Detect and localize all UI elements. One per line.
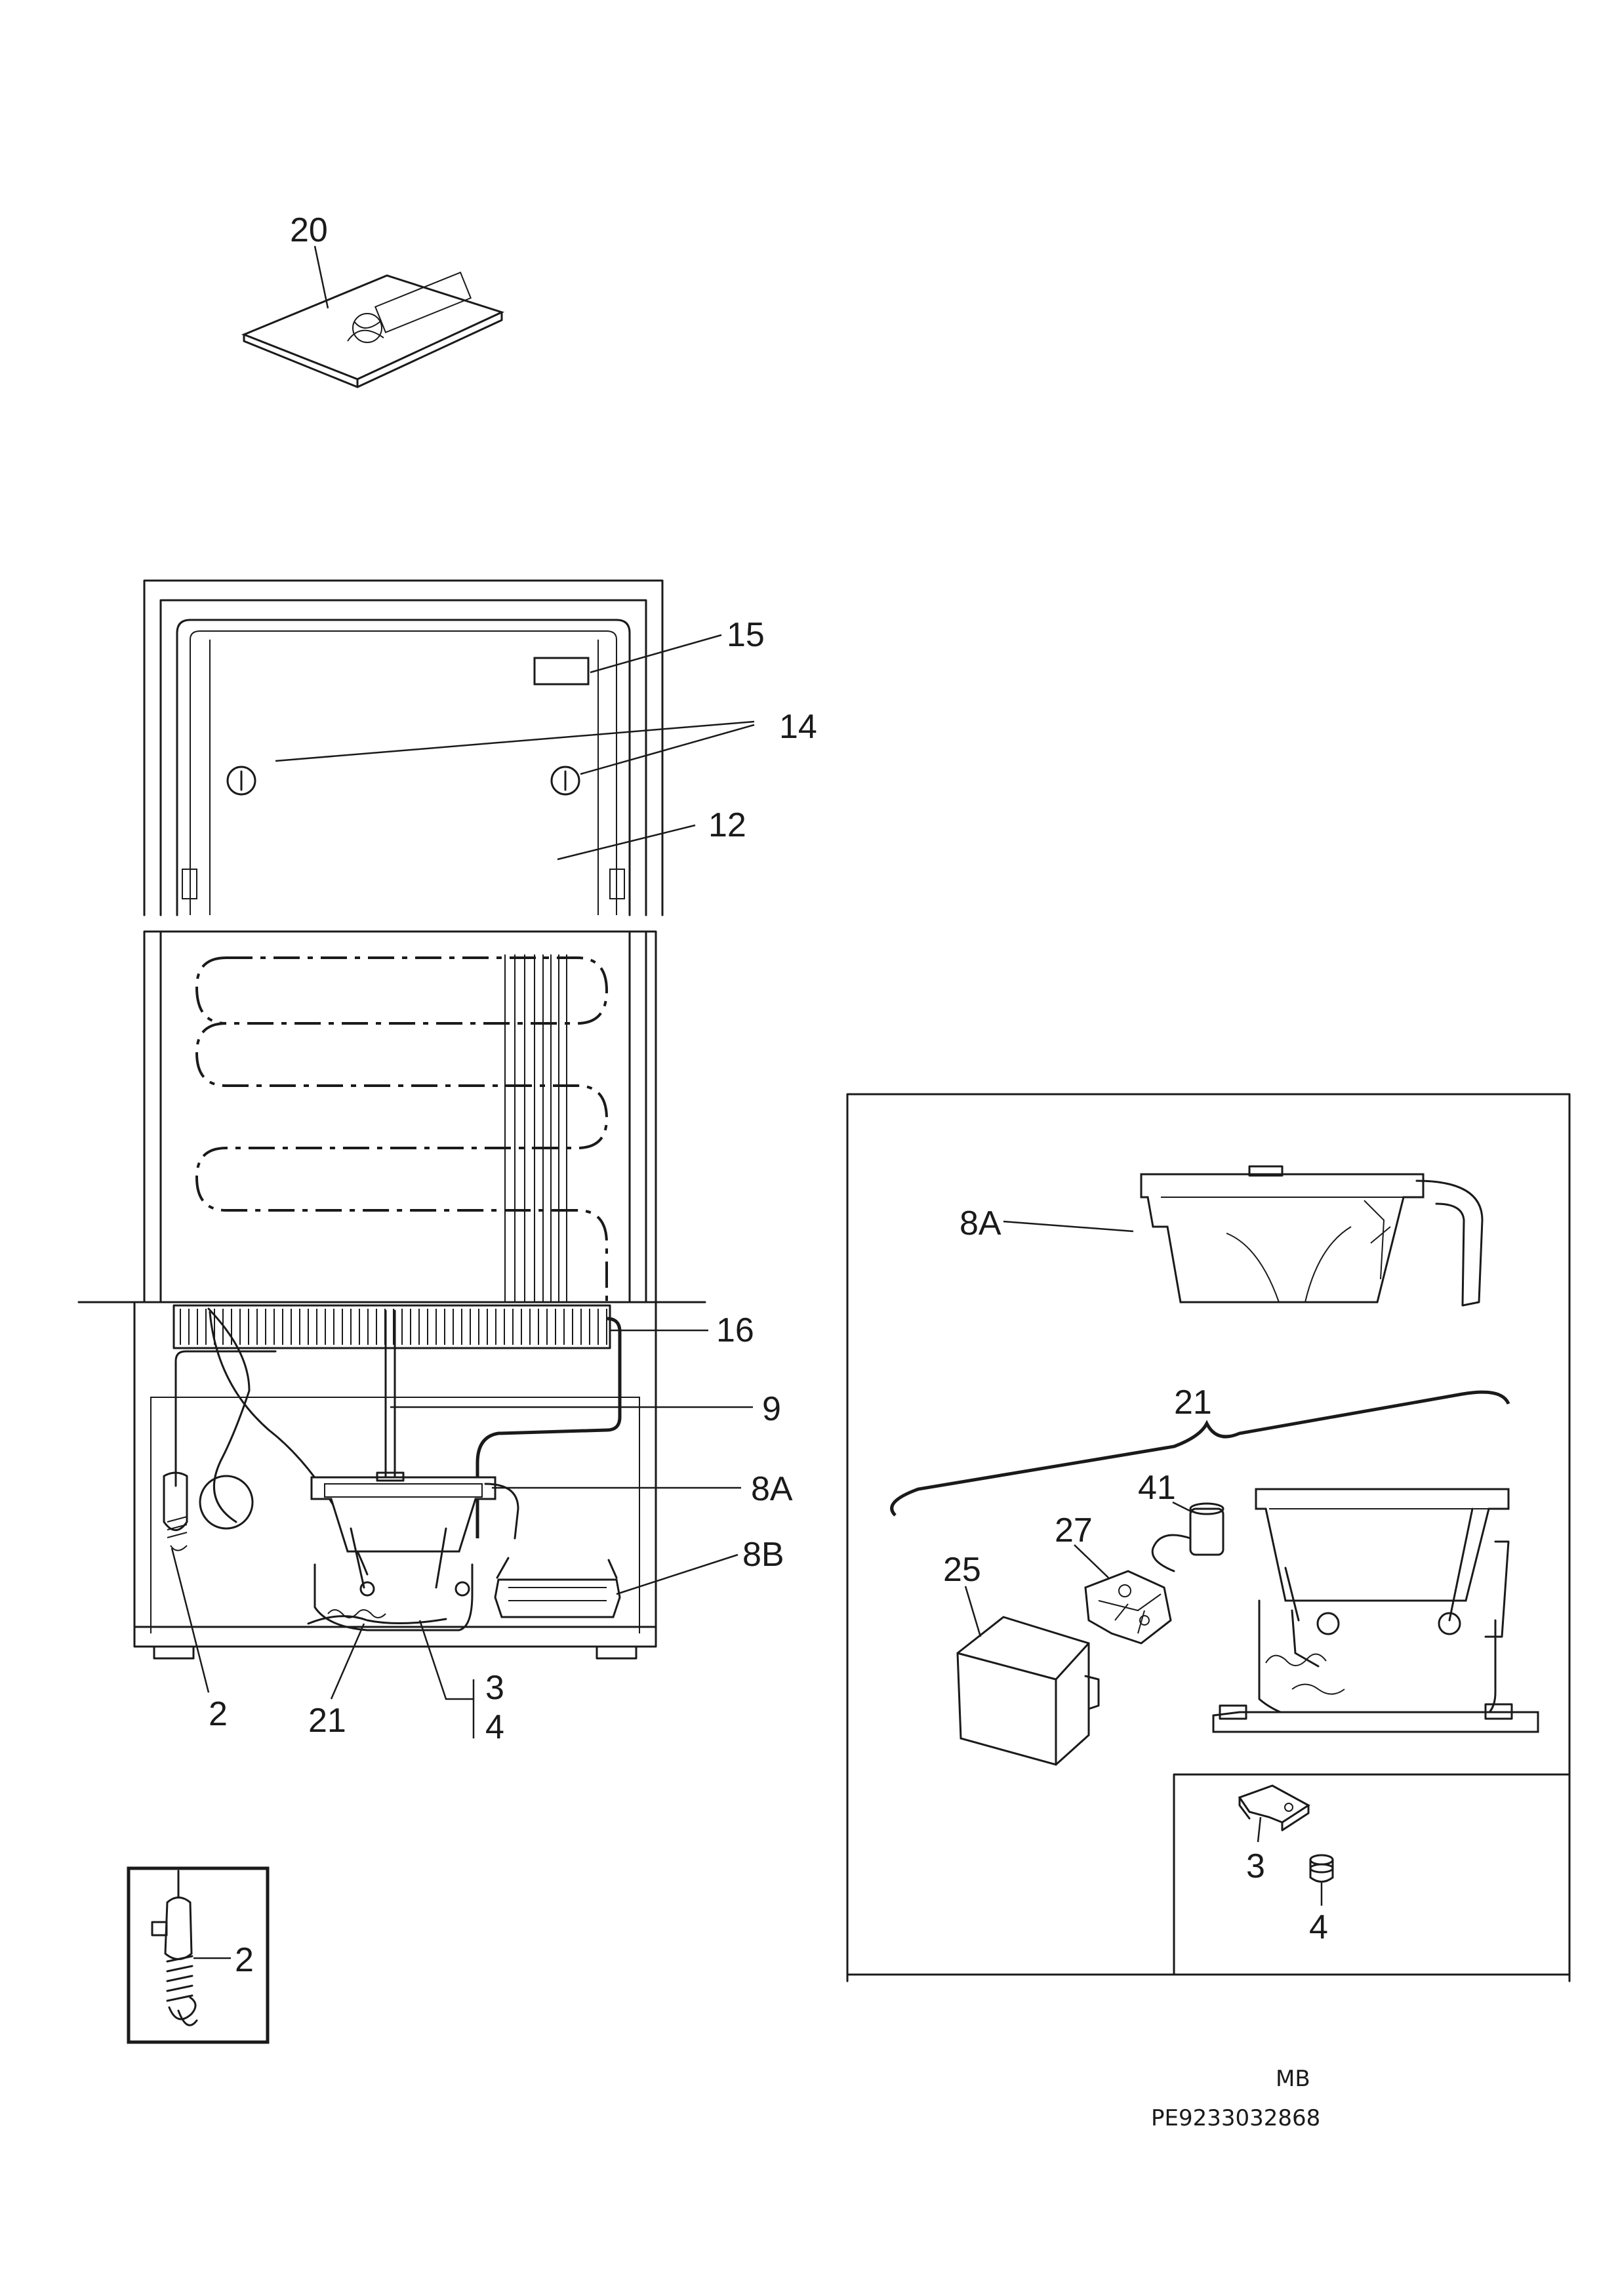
detail-grommet — [1309, 1854, 1334, 1883]
leader-drip-tray-bracket — [616, 1553, 738, 1595]
leader-screws-b — [580, 724, 755, 775]
detail-bracket — [1238, 1784, 1310, 1832]
inset-sensor-box — [127, 1866, 270, 2044]
label-tube: 9 — [762, 1390, 781, 1428]
cabinet-lower — [143, 930, 657, 1303]
label-detail-compressor-kit: 21 — [1174, 1384, 1212, 1422]
detail-compressor-assembly — [1212, 1488, 1539, 1733]
drip-tray-bracket — [494, 1557, 621, 1618]
label-inset-sensor: 2 — [235, 1941, 254, 1979]
label-relay: 27 — [1055, 1511, 1093, 1549]
label-screws: 14 — [779, 708, 817, 746]
kit-brace — [890, 1390, 1510, 1517]
label-compressor-kit: 21 — [308, 1702, 346, 1740]
leader-bracket-grommet — [418, 1620, 475, 1738]
label-thermostat-sensor: 2 — [209, 1695, 228, 1733]
condenser — [172, 1304, 611, 1349]
label-condenser: 16 — [716, 1311, 754, 1349]
leader-compressor-kit — [330, 1623, 365, 1700]
leader-relay — [1074, 1544, 1109, 1578]
label-drip-tray-bracket: 8B — [742, 1536, 784, 1574]
part-number: PE9233032868 — [1151, 2105, 1320, 2131]
vertical-tubes — [504, 954, 567, 1302]
compressor — [307, 1527, 474, 1631]
leader-screws-a — [275, 720, 755, 762]
discharge-pipe — [475, 1317, 622, 1538]
label-manual: 20 — [290, 211, 328, 249]
label-detail-drip-tray: 8A — [960, 1204, 1001, 1242]
leader-detail-bracket — [1257, 1816, 1262, 1843]
leader-rating-plate — [590, 634, 722, 674]
drip-tray-main — [310, 1471, 519, 1553]
leader-thermostat-sensor — [171, 1548, 210, 1693]
relay — [1084, 1570, 1172, 1645]
label-rear-panel: 12 — [708, 806, 746, 844]
label-drip-tray-main: 8A — [751, 1470, 793, 1508]
screw-left — [226, 766, 256, 796]
instruction-manual — [241, 272, 505, 388]
label-grommet: 4 — [485, 1708, 504, 1746]
label-mount-bracket: 3 — [485, 1669, 504, 1707]
detail-box — [846, 1093, 1571, 1982]
thermostat-sensor — [163, 1471, 188, 1531]
label-capacitor: 41 — [1138, 1469, 1176, 1507]
leader-capacitor — [1172, 1501, 1193, 1513]
model-code: MB — [1276, 2066, 1310, 2092]
capillary-coil — [199, 1475, 254, 1530]
label-detail-grommet: 4 — [1309, 1908, 1328, 1946]
leader-detail-drip-tray — [1003, 1220, 1134, 1233]
leader-rear-panel — [557, 824, 696, 861]
suction-pipe-loop — [207, 1307, 251, 1523]
relay-cover — [956, 1616, 1100, 1766]
leader-manual — [313, 245, 329, 309]
label-rating-plate: 15 — [727, 616, 765, 654]
label-relay-cover: 25 — [943, 1551, 981, 1589]
evaporator-coil — [195, 956, 609, 1302]
detail-drip-tray — [1140, 1165, 1484, 1307]
label-detail-bracket: 3 — [1246, 1847, 1265, 1885]
screw-right — [550, 766, 580, 796]
leader-relay-cover — [964, 1586, 982, 1637]
compressor-compartment — [77, 1301, 706, 1660]
cabinet-upper — [143, 579, 664, 916]
rating-plate — [533, 657, 590, 686]
capacitor — [1151, 1502, 1224, 1572]
